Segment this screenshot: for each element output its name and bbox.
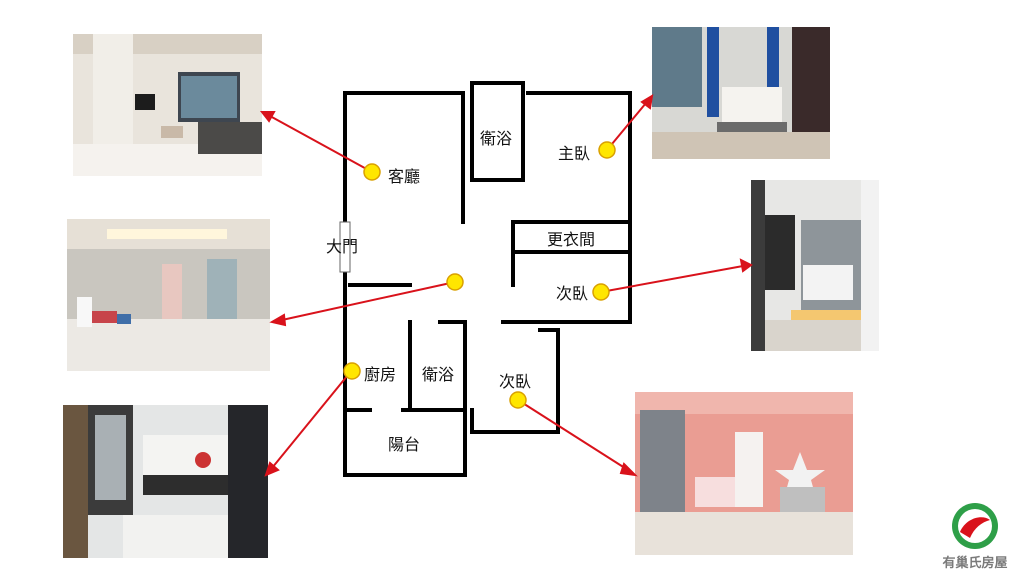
label-master-bedroom: 主臥	[558, 144, 590, 163]
arrow-bedroom-3	[517, 399, 629, 471]
arrowhead-master-bedroom	[640, 94, 654, 110]
label-bath-top: 衛浴	[480, 129, 512, 148]
photo-hallway	[67, 219, 270, 371]
photo-bedroom-2	[751, 180, 879, 351]
pointer-arrows	[259, 94, 753, 477]
label-bedroom-3: 次臥	[499, 372, 531, 391]
arrow-hallway	[281, 281, 456, 321]
label-living-room: 客廳	[388, 167, 420, 186]
marker-kitchen	[343, 362, 361, 380]
logo-mark-swoosh	[960, 517, 990, 538]
arrow-kitchen	[271, 369, 353, 469]
arrowhead-living-room	[259, 111, 276, 123]
marker-bedroom-3	[509, 391, 527, 409]
label-balcony: 陽台	[388, 435, 420, 454]
photo-kitchen	[63, 405, 268, 558]
arrowhead-bedroom-2	[739, 258, 753, 273]
label-bedroom-2: 次臥	[556, 284, 588, 303]
markers	[343, 141, 616, 409]
brand-logo: 有巢氏房屋	[930, 500, 1020, 572]
marker-bedroom-2	[592, 283, 610, 301]
label-walk-in-closet: 更衣間	[547, 230, 595, 249]
brand-name: 有巢氏房屋	[942, 556, 1008, 571]
arrowhead-hallway	[269, 313, 287, 327]
arrowhead-kitchen	[264, 461, 280, 477]
photo-bedroom-3	[635, 392, 853, 555]
main-door-frame	[339, 221, 351, 273]
arrowhead-bedroom-3	[619, 462, 638, 477]
arrow-living-room	[269, 115, 373, 173]
label-kitchen: 廚房	[364, 365, 396, 384]
arrow-bedroom-2	[600, 265, 744, 293]
marker-hallway	[446, 273, 464, 291]
arrow-master-bedroom	[606, 102, 647, 151]
label-main-door: 大門	[326, 237, 358, 256]
photo-living-room	[73, 34, 262, 176]
marker-master-bedroom	[598, 141, 616, 159]
photo-master-bedroom	[652, 27, 830, 159]
marker-living-room	[363, 163, 381, 181]
label-bath-bottom: 衛浴	[422, 365, 454, 384]
